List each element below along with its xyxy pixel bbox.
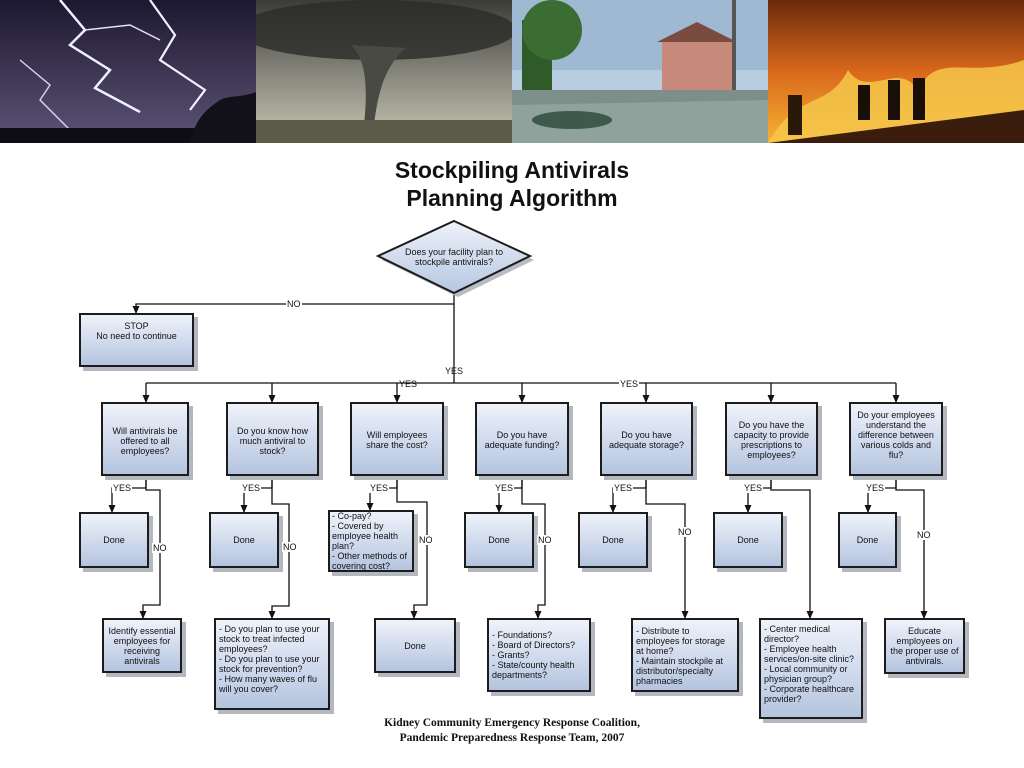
edge-label-yes: YES xyxy=(743,483,764,493)
edge-q7-yes xyxy=(864,475,897,513)
list-item: - Maintain stockpile at distributor/spec… xyxy=(636,656,724,686)
yes-outcome-box: Done xyxy=(79,512,149,568)
decision-diamond xyxy=(375,219,534,297)
list-item: - Do you plan to use your stock for prev… xyxy=(219,654,320,674)
question-box: Do you have adequate funding? xyxy=(475,402,569,476)
edge-label-no: NO xyxy=(677,527,693,537)
edge-q4-yes xyxy=(495,475,523,513)
edge-q2-no xyxy=(268,475,290,619)
edge-label-yes: YES xyxy=(399,379,418,389)
list-item: - Covered by employee health plan? xyxy=(332,521,399,551)
no-outcome-box: Done xyxy=(374,618,456,673)
flood-photo xyxy=(512,0,768,143)
edge-label-yes: YES xyxy=(369,483,390,493)
stop-subtitle: No need to continue xyxy=(96,331,177,341)
yes-outcome-box: Done xyxy=(209,512,279,568)
edge-label-yes: YES xyxy=(241,483,262,493)
edge-label-no: NO xyxy=(418,535,434,545)
edge-label-yes: YES xyxy=(112,483,133,493)
edge-label-no: NO xyxy=(537,535,553,545)
title-line-2: Planning Algorithm xyxy=(406,185,618,211)
edge-label-no: NO xyxy=(282,542,298,552)
edge-q2-yes xyxy=(240,475,273,513)
yes-outcome-box: Done xyxy=(578,512,648,568)
edge-label-yes: YES xyxy=(494,483,515,493)
list-item: - Foundations? xyxy=(492,630,553,640)
edge-q5-yes xyxy=(609,475,647,513)
list-item: - Employee health services/on-site clini… xyxy=(764,644,855,664)
list-item: - Local community or physician group? xyxy=(764,664,848,684)
question-box: Do your employees understand the differe… xyxy=(849,402,943,476)
tornado-photo xyxy=(256,0,512,143)
edge-q4-no xyxy=(521,475,546,619)
edge-label-yes: YES xyxy=(613,483,634,493)
list-item: - State/county health departments? xyxy=(492,660,575,680)
list-item: - How many waves of flu will you cover? xyxy=(219,674,318,694)
edge-label-yes: YES xyxy=(445,366,464,376)
list-item: - Other methods of covering cost? xyxy=(332,551,408,571)
decision-text: Does your facility plan to stockpile ant… xyxy=(404,247,504,267)
credit-footer: Kidney Community Emergency Response Coal… xyxy=(0,716,1024,746)
edge-q5-no xyxy=(645,475,689,619)
credit-line-2: Pandemic Preparedness Response Team, 200… xyxy=(399,732,625,744)
no-outcome-box: Identify essential employees for receivi… xyxy=(102,618,182,673)
stop-box: STOP No need to continue xyxy=(79,313,194,367)
no-outcome-box: - Do you plan to use your stock to treat… xyxy=(214,618,330,710)
question-box: Do you know how much antiviral to stock? xyxy=(226,402,319,476)
edge-label-yes: YES xyxy=(619,379,640,389)
yes-outcome-box: Done xyxy=(838,512,897,568)
edge-q1-yes xyxy=(108,475,147,513)
lightning-photo xyxy=(0,0,256,143)
question-box: Do you have adequate storage? xyxy=(600,402,693,476)
wildfire-photo xyxy=(768,0,1024,143)
diagram-title: Stockpiling Antivirals Planning Algorith… xyxy=(0,156,1024,212)
edge-label-no: NO xyxy=(916,530,932,540)
stop-title: STOP xyxy=(124,321,149,331)
credit-line-1: Kidney Community Emergency Response Coal… xyxy=(384,717,640,729)
title-line-1: Stockpiling Antivirals xyxy=(394,157,630,183)
list-item: - Corporate healthcare provider? xyxy=(764,684,855,704)
list-item: - Center medical director? xyxy=(764,624,831,644)
no-outcome-box: - Distribute to employees for storage at… xyxy=(631,618,739,692)
edge-label-no: NO xyxy=(286,299,302,309)
yes-outcome-box: Done xyxy=(464,512,534,568)
list-item: - Board of Directors? xyxy=(492,640,576,650)
list-item: - Distribute to employees for storage at… xyxy=(636,626,726,656)
edge-q7-no xyxy=(895,475,928,619)
list-item: - Grants? xyxy=(492,650,530,660)
question-box: Will antivirals be offered to all employ… xyxy=(101,402,189,476)
yes-outcome-box: - Co-pay? - Covered by employee health p… xyxy=(328,510,414,572)
list-item: - Do you plan to use your stock to treat… xyxy=(219,624,320,654)
banner xyxy=(0,0,1024,143)
edge-label-no: NO xyxy=(152,543,168,553)
no-outcome-box: - Foundations? - Board of Directors? - G… xyxy=(487,618,591,692)
edge-q6-yes xyxy=(744,475,772,513)
no-outcome-box: - Center medical director? - Employee he… xyxy=(759,618,863,719)
edge-label-yes: YES xyxy=(865,483,886,493)
question-box: Do you have the capacity to provide pres… xyxy=(725,402,818,476)
yes-outcome-box: Done xyxy=(713,512,783,568)
question-box: Will employees share the cost? xyxy=(350,402,444,476)
edge-q6-no xyxy=(770,475,814,619)
list-item: - Co-pay? xyxy=(332,511,372,521)
edge-q3-no xyxy=(396,475,428,619)
no-outcome-box: Educate employees on the proper use of a… xyxy=(884,618,965,674)
